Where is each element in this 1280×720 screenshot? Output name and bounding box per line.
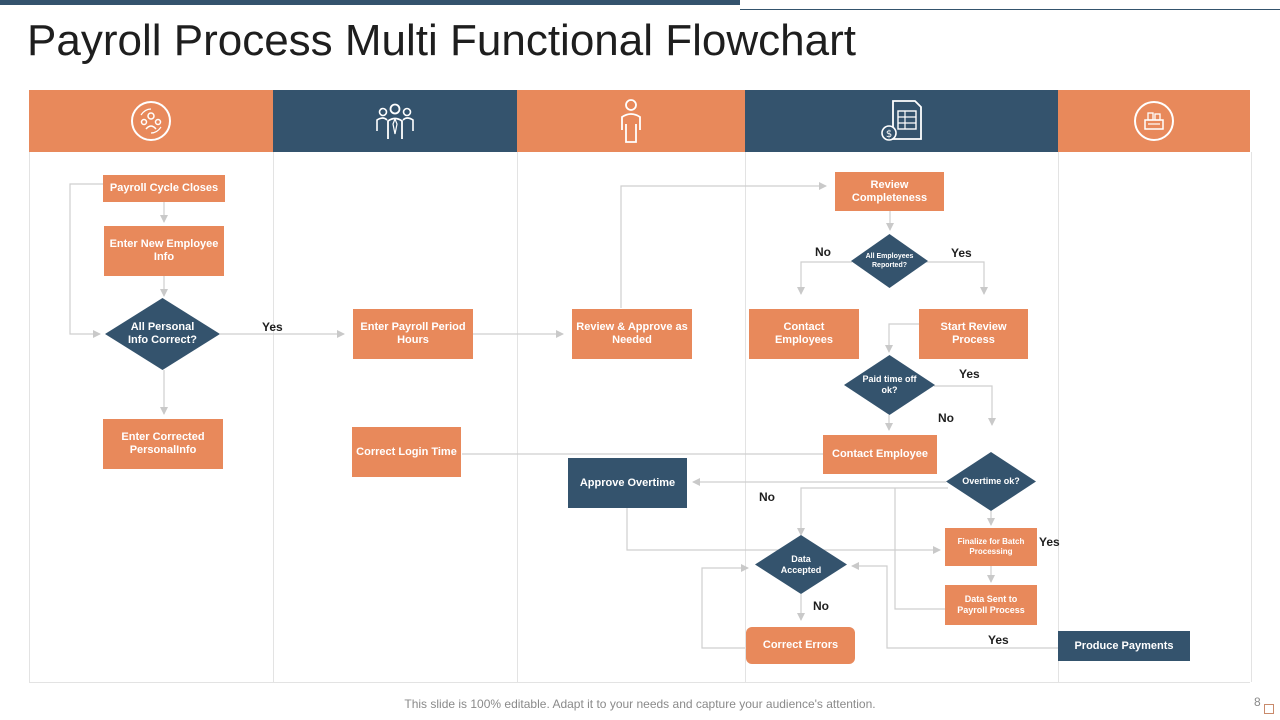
yes-label: Yes (951, 246, 972, 260)
decision-label: Data Accepted (780, 553, 822, 575)
yes-label: Yes (988, 633, 1009, 647)
overtime-ok-decision: Overtime ok? (946, 452, 1036, 511)
decision-diamond-shape (105, 298, 220, 370)
team-cycle-icon (131, 101, 171, 141)
no-label: No (938, 411, 954, 425)
footer-note: This slide is 100% editable. Adapt it to… (404, 697, 876, 711)
lane-body-5 (1058, 152, 1252, 682)
payment-machine-icon (1134, 101, 1174, 141)
correct-errors-box: Correct Errors (746, 627, 855, 664)
data-sent-to-payroll-box: Data Sent to Payroll Process (945, 585, 1037, 625)
lane-header-5 (1058, 90, 1250, 152)
decision-diamond-shape (946, 452, 1036, 511)
decision-diamond-shape (844, 355, 935, 415)
yes-label: Yes (262, 320, 283, 334)
contact-employee-box: Contact Employee (823, 435, 937, 474)
yes-label: Yes (1039, 535, 1060, 549)
payroll-cycle-closes-box: Payroll Cycle Closes (103, 175, 225, 202)
enter-payroll-period-hours-box: Enter Payroll Period Hours (353, 309, 473, 359)
lane-body-4 (745, 152, 1059, 682)
correct-login-time-box: Correct Login Time (352, 427, 461, 477)
lane-header-1 (29, 90, 273, 152)
yes-label: Yes (959, 367, 980, 381)
enter-corrected-personal-info-box: Enter Corrected PersonalInfo (103, 419, 223, 469)
person-icon (621, 99, 641, 143)
produce-payments-box: Produce Payments (1058, 631, 1190, 661)
no-label: No (815, 245, 831, 259)
lane-header-4: $ (745, 90, 1058, 152)
lane-header-3 (517, 90, 745, 152)
top-accent-bar (0, 0, 740, 5)
group-people-icon (376, 103, 414, 139)
all-personal-info-correct-decision: All Personal Info Correct? (105, 298, 220, 370)
paid-time-off-ok-decision: Paid time off ok? (844, 355, 935, 415)
decision-diamond-shape (851, 234, 928, 288)
decision-diamond-shape (755, 535, 847, 594)
no-label: No (813, 599, 829, 613)
decision-label: All Personal Info Correct? (127, 321, 198, 346)
start-review-process-box: Start Review Process (919, 309, 1028, 359)
contact-employees-box: Contact Employees (749, 309, 859, 359)
lane-body-1 (29, 152, 274, 682)
lane-body-2 (273, 152, 518, 682)
page-title: Payroll Process Multi Functional Flowcha… (27, 16, 856, 65)
finalize-batch-box: Finalize for Batch Processing (945, 528, 1037, 566)
no-label: No (759, 490, 775, 504)
lane-body-3 (517, 152, 746, 682)
approve-overtime-box: Approve Overtime (568, 458, 687, 508)
data-accepted-decision: Data Accepted (755, 535, 847, 594)
decision-label: All Employees Reported? (865, 253, 914, 269)
review-completeness-box: Review Completeness (835, 172, 944, 211)
review-approve-box: Review & Approve as Needed (572, 309, 692, 359)
lanes-bottom-border (29, 682, 1250, 683)
payroll-document-icon: $ (880, 100, 922, 141)
svg-text:$: $ (885, 129, 891, 140)
decision-label: Overtime ok? (962, 476, 1020, 486)
page-number: 8 (1254, 695, 1261, 709)
page-corner-mark (1264, 704, 1274, 714)
top-accent-line (740, 9, 1280, 10)
lane-header-2 (273, 90, 517, 152)
enter-new-employee-info-box: Enter New Employee Info (104, 226, 224, 276)
all-employees-reported-decision: All Employees Reported? (851, 234, 928, 288)
decision-label: Paid time off ok? (862, 374, 917, 395)
